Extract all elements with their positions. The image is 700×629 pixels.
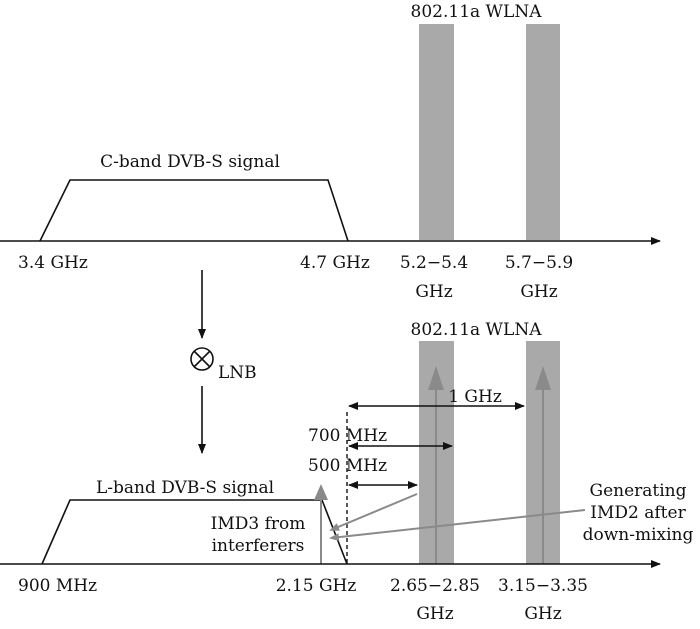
spacing-700mhz-label: 700 MHz	[308, 426, 387, 446]
imd2-pointer-line	[329, 509, 586, 542]
top-band2-freq: 5.7−5.9	[505, 253, 573, 273]
spacing-500mhz-label: 500 MHz	[308, 456, 387, 476]
spacing-1ghz-label: 1 GHz	[448, 387, 502, 407]
top-spectrum: 802.11a WLNA C-band DVB-S signal 3.4 GHz…	[0, 2, 661, 302]
top-signal-label: C-band DVB-S signal	[100, 152, 280, 172]
l-band-signal-shape	[41, 499, 348, 565]
lnb-mixer: LNB	[190, 270, 257, 454]
imd2-label-line3: down-mixing	[583, 525, 694, 545]
top-band2-unit: GHz	[520, 282, 557, 302]
bottom-spectrum: 802.11a WLNA L-band DVB-S signal 1 GHz 7…	[0, 320, 694, 624]
bottom-band1-freq: 2.65−2.85	[390, 576, 480, 596]
imd3-label-line2: interferers	[212, 536, 305, 556]
bottom-freq-start: 900 MHz	[18, 576, 97, 596]
top-freq-start: 3.4 GHz	[18, 253, 88, 273]
top-freq-end: 4.7 GHz	[300, 253, 370, 273]
bottom-band1-unit: GHz	[416, 604, 453, 624]
mixer-icon	[190, 347, 214, 371]
top-wlan-band-1	[419, 24, 454, 240]
imd3-up-arrow-icon	[314, 484, 328, 500]
band2-up-arrow-icon	[535, 366, 551, 390]
imd3-label-line1: IMD3 from	[211, 514, 306, 534]
top-wlan-band-2	[526, 24, 560, 240]
bottom-freq-edge: 2.15 GHz	[276, 576, 357, 596]
bottom-band2-unit: GHz	[524, 604, 561, 624]
top-wlan-title: 802.11a WLNA	[411, 2, 543, 22]
c-band-signal-shape	[39, 179, 349, 242]
bottom-signal-label: L-band DVB-S signal	[96, 478, 274, 498]
top-band1-unit: GHz	[415, 282, 452, 302]
imd3-pointer-line	[329, 493, 418, 531]
imd2-label-line2: IMD2 after	[590, 503, 686, 523]
bottom-band2-freq: 3.15−3.35	[498, 576, 588, 596]
lnb-label: LNB	[218, 363, 257, 383]
imd2-label-line1: Generating	[589, 481, 686, 501]
top-band1-freq: 5.2−5.4	[400, 253, 468, 273]
bottom-wlan-title: 802.11a WLNA	[411, 320, 543, 340]
band1-up-arrow-icon	[428, 366, 444, 390]
